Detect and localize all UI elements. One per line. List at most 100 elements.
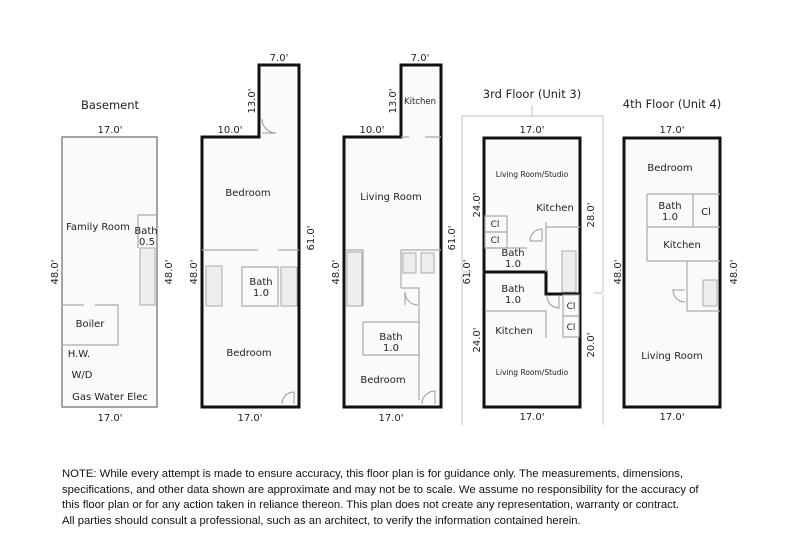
f1-door-top [261, 118, 277, 134]
second-floor-outline [342, 63, 443, 409]
f3-unit-divider [484, 270, 580, 296]
f2-dim-right: 61.0' [447, 225, 458, 250]
f3-upper-living-label: Living Room/Studio [496, 170, 569, 179]
first-floor-plan: 7.0' 13.0' 10.0' 61.0' 48.0' 17.0' Bedro… [189, 53, 317, 424]
f1-dim-top: 10.0' [217, 125, 242, 136]
f3-dim-right-lower: 20.0' [586, 332, 597, 357]
f2-door-mid [404, 291, 419, 306]
basement-dim-bottom: 17.0' [97, 413, 122, 424]
f3-dim-outer: 61.0' [462, 259, 473, 284]
half-bath-size: 0.5 [139, 237, 155, 248]
f3-title: 3rd Floor (Unit 3) [483, 87, 581, 101]
f1-dim-left: 48.0' [189, 259, 200, 284]
f4-door [672, 289, 686, 303]
f4-bedroom-label: Bedroom [647, 163, 692, 174]
f3-lower-bath-wall [485, 310, 547, 338]
f2-bath-size: 1.0 [383, 343, 399, 354]
f2-dim-bottom: 17.0' [378, 413, 403, 424]
f2-living-label: Living Room [360, 192, 421, 203]
fourth-floor-plan: 4th Floor (Unit 4) 17.0' 17.0' 48.0' 48.… [613, 97, 740, 423]
f3-upper-door [529, 228, 543, 242]
f3-lower-door [546, 295, 560, 309]
f3-lower-kitchen-label: Kitchen [495, 326, 533, 337]
f1-bath-label: Bath [249, 277, 272, 288]
f4-living-label: Living Room [641, 351, 702, 362]
f3-dim-bottom: 17.0' [519, 412, 544, 423]
f3-upper-kitchen-wall [545, 222, 580, 272]
f4-stairs [702, 279, 718, 307]
half-bath-label: Bath [134, 226, 157, 237]
f2-stairs-b [420, 252, 435, 274]
f1-dim-ext-top: 7.0' [270, 53, 289, 64]
boiler-label: Boiler [76, 319, 106, 330]
f3-upper-bath-size: 1.0 [505, 259, 521, 270]
f3-dim-right-upper: 28.0' [586, 202, 597, 227]
f1-bath-size: 1.0 [253, 288, 269, 299]
f3-lower-closet2 [562, 315, 580, 338]
basement-dim-top: 17.0' [97, 125, 122, 136]
f4-dim-bottom: 17.0' [659, 412, 684, 423]
f1-dim-right: 61.0' [306, 225, 317, 250]
f3-lower-living-label: Living Room/Studio [496, 368, 569, 377]
basement-title: Basement [81, 98, 140, 112]
first-floor-outline [200, 63, 301, 409]
utilities-label: Gas Water Elec [72, 392, 148, 403]
third-floor-plan: 3rd Floor (Unit 3) 17.0' 17.0' 24.0' 28.… [461, 87, 604, 425]
f4-title: 4th Floor (Unit 4) [623, 97, 721, 111]
f1-door-bottom [281, 391, 295, 405]
f2-hall-wall [400, 249, 441, 400]
basement-stairs [139, 247, 156, 306]
f3-dim-top: 17.0' [519, 125, 544, 136]
disclaimer-note: NOTE: While every attempt is made to ens… [62, 467, 762, 529]
f4-interior-walls [646, 193, 720, 312]
f2-dim-left: 48.0' [331, 259, 342, 284]
f3-dim-left-lower: 24.0' [472, 327, 483, 352]
f4-dim-top: 17.0' [659, 125, 684, 136]
f2-dim-ext-side: 13.0' [388, 88, 399, 113]
f3-dim-left-upper: 24.0' [472, 192, 483, 217]
f3-guide-lines [461, 105, 604, 425]
half-bath-wall [137, 214, 157, 248]
f1-dim-ext-side: 13.0' [247, 88, 258, 113]
family-room-label: Family Room [66, 222, 130, 233]
f3-upper-closet2-label: Cl [491, 236, 500, 246]
f4-outline [622, 136, 722, 409]
basement-dim-right: 48.0' [164, 259, 175, 284]
f3-lower-bath-size: 1.0 [505, 295, 521, 306]
f4-bath-label: Bath [658, 201, 681, 212]
f1-bedroom-top-label: Bedroom [225, 188, 270, 199]
f1-stairs-right [280, 266, 298, 307]
second-floor-plan: 7.0' 13.0' 10.0' 61.0' 48.0' 17.0' Kitch… [331, 53, 458, 424]
f2-dim-ext-top: 7.0' [411, 53, 430, 64]
note-line: All parties should consult a professiona… [62, 514, 581, 527]
f1-bath-box [241, 266, 279, 307]
note-line: NOTE: While every attempt is made to ens… [62, 468, 683, 480]
note-line: this floor plan or for any action taken … [62, 499, 680, 511]
f4-dim-left: 48.0' [613, 259, 624, 284]
f2-bath-label: Bath [379, 332, 402, 343]
boiler-room-wall [62, 304, 119, 346]
f3-upper-kitchen-label: Kitchen [536, 203, 574, 214]
f4-dim-right: 48.0' [729, 259, 740, 284]
f1-dim-bottom: 17.0' [237, 413, 262, 424]
f2-stair-wall [346, 249, 364, 306]
f4-bath-size: 1.0 [662, 212, 678, 223]
basement-plan: Basement 17.0' 17.0' 48.0' 48.0' Family … [50, 98, 175, 424]
f3-stairs [561, 250, 577, 293]
f2-stairs-a [402, 252, 417, 274]
f3-lower-bath-label: Bath [501, 284, 524, 295]
washer-dryer-label: W/D [72, 370, 93, 381]
f3-lower-closet1-label: Cl [567, 302, 576, 312]
f3-lower-closet2-label: Cl [567, 323, 576, 333]
f4-kitchen-label: Kitchen [663, 240, 701, 251]
f2-bedroom-label: Bedroom [360, 375, 405, 386]
f2-bath-box [362, 321, 420, 356]
f1-stairs-left [205, 265, 223, 307]
f2-door-bottom [421, 390, 436, 405]
f2-dim-top: 10.0' [359, 125, 384, 136]
hot-water-label: H.W. [68, 349, 90, 360]
basement-dim-left: 48.0' [50, 259, 61, 284]
f2-kitchen-label: Kitchen [404, 97, 436, 107]
